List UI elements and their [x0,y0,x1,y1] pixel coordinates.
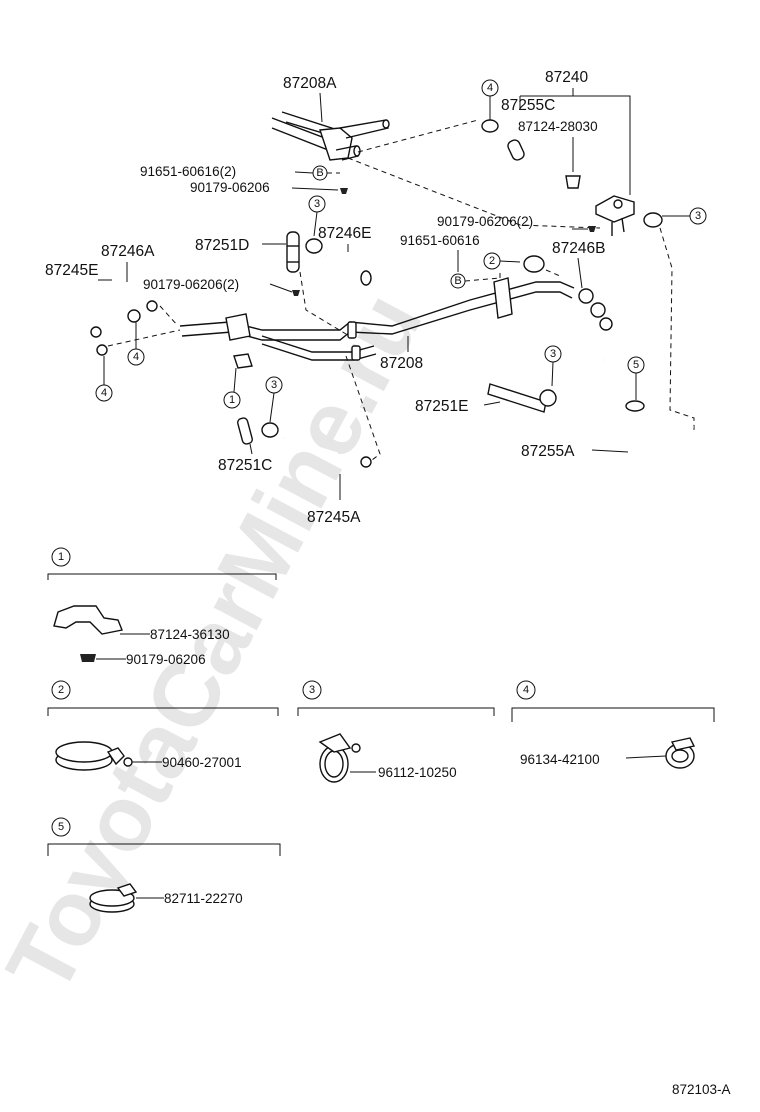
svg-text:5: 5 [633,359,639,371]
hose-87245e [69,285,115,356]
callout-4-top-text: 4 [487,82,493,94]
screw-clamp-icon [106,747,125,766]
heater-pipe-87208a [271,111,390,161]
hose-87246b [573,288,615,361]
callout-b-upper-text: B [316,167,323,179]
label-87251c: 87251C [218,457,272,474]
diagram-code: 872103-A [672,1082,731,1097]
label-87246e: 87246E [318,225,371,242]
callout-4-top [481,79,499,97]
label-87245a: 87245A [307,509,361,526]
svg-text:4: 4 [101,387,107,399]
detail-group-5: 5 82711-22270 [47,817,281,913]
svg-text:3: 3 [550,348,556,360]
svg-text:4: 4 [133,351,139,363]
label-87251d: 87251D [195,237,249,254]
label-90179-06206-group1: 90179-06206 [126,652,206,667]
water-valve-87240 [595,195,635,236]
hose-87245a [283,436,372,471]
label-91651-60616-2: 91651-60616(2) [140,164,236,179]
nut-icon-group1 [80,654,96,662]
label-87208a: 87208A [283,75,337,92]
label-90179-06206-2-right: 90179-06206(2) [437,214,533,229]
label-91651-60616: 91651-60616 [400,233,480,248]
label-87245e: 87245E [45,262,98,279]
clip-icon [53,605,123,635]
label-87251e: 87251E [415,398,468,415]
svg-text:4: 4 [523,684,529,696]
hose-piece-icon [507,139,525,161]
detail-group-3: 3 96112-10250 [297,680,495,783]
detail-group-2: 2 90460-27001 [47,680,279,771]
svg-text:3: 3 [314,198,320,210]
nut-icon [340,188,348,194]
hose-87246e [325,254,372,286]
label-96112-10250: 96112-10250 [378,765,457,780]
label-87208: 87208 [380,355,423,372]
callout-1-main [223,391,241,409]
clamp-icon [481,119,499,133]
label-87255a: 87255A [521,443,575,460]
label-87124-28030: 87124-28030 [518,119,598,134]
svg-text:3: 3 [695,210,701,222]
hose-87246a [122,287,158,323]
label-87240: 87240 [545,69,588,86]
hose-87255a [569,398,694,455]
svg-text:3: 3 [309,684,315,696]
heater-pipe-87208 [179,277,575,361]
label-87246b: 87246B [552,240,605,257]
cap-icon [565,175,581,189]
detail-group-4: 4 96134-42100 [511,680,715,769]
svg-text:2: 2 [489,255,495,267]
hose-87251e [487,383,557,413]
label-90460-27001: 90460-27001 [162,755,242,770]
hose-87251c [237,417,253,445]
label-87255c: 87255C [501,97,555,114]
svg-text:2: 2 [58,684,64,696]
label-87124-36130: 87124-36130 [150,627,230,642]
label-90179-06206-upper: 90179-06206 [190,180,270,195]
hose-87251d [286,231,300,273]
label-82711-22270: 82711-22270 [164,891,243,906]
svg-text:1: 1 [229,394,235,406]
svg-text:3: 3 [271,379,277,391]
svg-text:1: 1 [58,551,64,563]
label-90179-06206-2-left: 90179-06206(2) [143,277,239,292]
svg-text:B: B [454,275,461,287]
detail-group-1: 1 87124-36130 90179-06206 [47,547,277,667]
callout-3-right [689,207,707,225]
svg-text:5: 5 [58,821,64,833]
label-96134-42100: 96134-42100 [520,752,600,767]
label-87246a: 87246A [101,243,155,260]
